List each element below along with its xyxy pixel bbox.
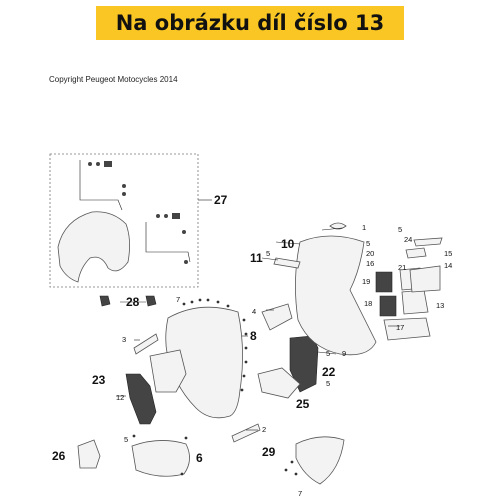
callout-28: 28 [126, 295, 140, 309]
callout-5-f: 5 [124, 435, 128, 444]
trim-14 [409, 265, 441, 293]
kit-bracket-left [79, 160, 123, 211]
callout-21: 21 [398, 263, 406, 272]
callout-6: 6 [196, 451, 203, 465]
kit-bolts [88, 161, 188, 264]
callout-5-d: 5 [326, 349, 330, 358]
callout-29: 29 [262, 445, 276, 459]
panel-18 [379, 295, 397, 317]
side-panel [149, 349, 187, 393]
kit-bracket-right [145, 222, 191, 263]
lower-fairing [295, 436, 345, 485]
callout-13: 13 [436, 301, 444, 310]
clip-pair [99, 295, 157, 307]
leader-lines [116, 199, 400, 431]
trim-strip-top [133, 333, 159, 355]
panel-13 [401, 289, 429, 315]
callout-16-a: 16 [366, 259, 374, 268]
side-frame [125, 373, 157, 425]
clip-14 [405, 247, 427, 259]
callout-10: 10 [281, 237, 295, 251]
callout-25: 25 [296, 397, 310, 411]
callout-1: 1 [362, 223, 366, 232]
panel-19 [375, 271, 393, 293]
callout-12: 12 [116, 393, 124, 402]
callout-15: 15 [444, 249, 452, 258]
callout-24: 24 [404, 235, 412, 244]
callout-3: 3 [122, 335, 126, 344]
callout-11: 11 [250, 251, 263, 265]
trim-strip-bottom [231, 423, 261, 443]
banner-text: Na obrázku díl číslo 13 [115, 11, 385, 35]
callout-5-c: 5 [266, 249, 270, 258]
kit-box [49, 153, 199, 288]
front-shield [295, 235, 377, 356]
callout-18: 18 [364, 299, 372, 308]
windshield-screws [182, 298, 248, 392]
panel-17 [383, 317, 431, 341]
callout-5-a: 5 [366, 239, 370, 248]
callout-5-b: 5 [398, 225, 402, 234]
small-cover [77, 439, 101, 469]
trim-15 [413, 237, 443, 247]
mount-plate [257, 367, 301, 399]
callout-17: 17 [396, 323, 404, 332]
callout-2: 2 [262, 425, 266, 434]
callout-8: 8 [250, 329, 257, 343]
callout-9: 9 [342, 349, 346, 358]
callout-26: 26 [52, 449, 66, 463]
callout-5-e: 5 [326, 379, 330, 388]
callout-22: 22 [322, 365, 336, 379]
callout-4: 4 [252, 307, 256, 316]
title-banner: Na obrázku díl číslo 13 [96, 6, 404, 40]
callout-27: 27 [214, 193, 228, 207]
clip-4 [261, 303, 293, 331]
lower-tray [131, 440, 190, 477]
hinge-11 [273, 257, 301, 269]
callout-23: 23 [92, 373, 106, 387]
callout-7-a: 7 [176, 295, 180, 304]
kit-windscreen [57, 211, 130, 283]
callout-20: 20 [366, 249, 374, 258]
callout-14: 14 [444, 261, 452, 270]
callout-7-b: 7 [298, 489, 302, 498]
copyright-text: Copyright Peugeot Motocycles 2014 [49, 75, 178, 84]
callout-19: 19 [362, 277, 370, 286]
